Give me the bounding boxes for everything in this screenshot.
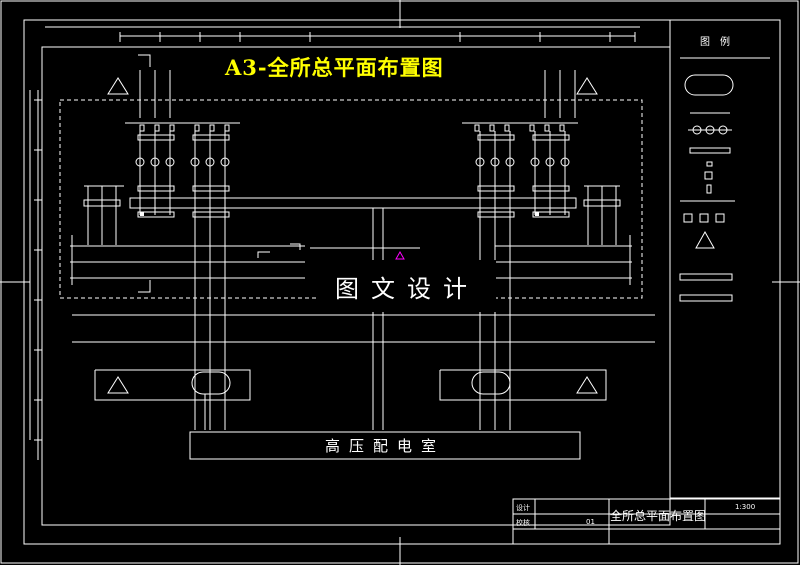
hv-room [189, 431, 581, 460]
warning-triangle-top-right [576, 77, 598, 95]
legend-title: 图例 [700, 37, 740, 48]
legend-frame [669, 19, 781, 499]
check-label: 校核 [516, 519, 530, 527]
warning-triangle-top-left [107, 77, 129, 95]
warning-triangle-bottom-left [107, 376, 129, 394]
warning-triangle-bottom-right [576, 376, 598, 394]
scale-value: 1:300 [735, 503, 756, 511]
watermark-label: 图文设计 [318, 260, 496, 312]
drawing-title: A3-全所总平面布置图 [225, 55, 444, 80]
title-block-drawing-name: 全所总平面布置图 [610, 509, 707, 523]
sheet-number: 01 [586, 518, 595, 526]
hv-room-label: 高压配电室 [324, 437, 445, 455]
title-block [512, 498, 781, 545]
main-busbar [129, 197, 577, 209]
design-label: 设计 [516, 504, 530, 512]
